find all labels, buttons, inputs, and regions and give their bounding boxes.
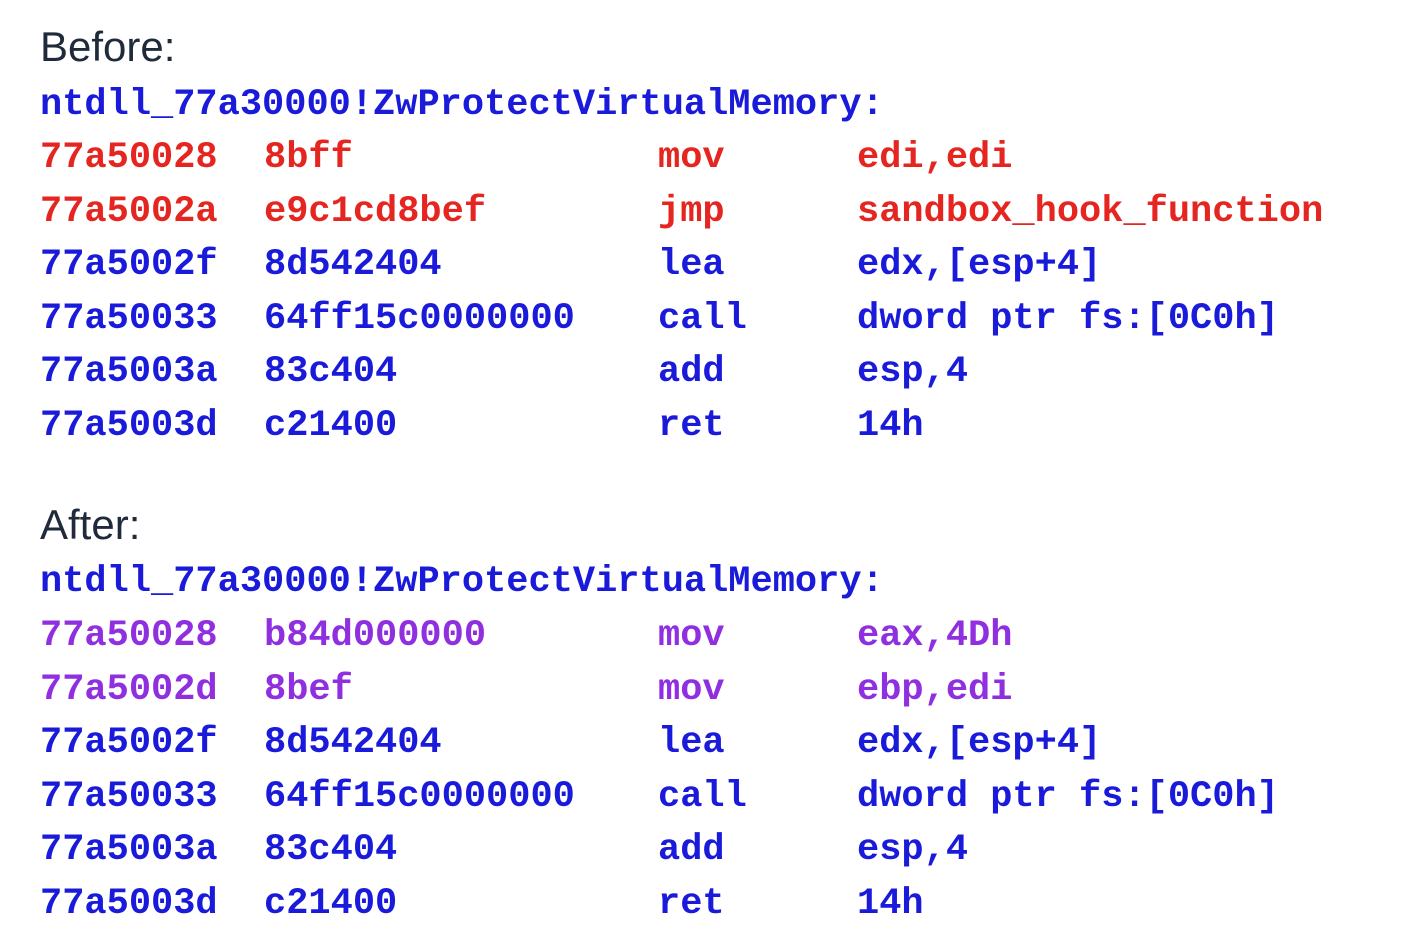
address: 77a5002d bbox=[40, 668, 218, 711]
address: 77a5002f bbox=[40, 244, 218, 286]
mnemonic: mov bbox=[658, 668, 725, 711]
address: 77a5003a bbox=[40, 829, 218, 871]
operands: edx,[esp+4] bbox=[857, 722, 1102, 764]
address: 77a5003d bbox=[40, 882, 218, 925]
after-function-label: ntdll_77a30000!ZwProtectVirtualMemory: bbox=[40, 561, 884, 603]
address: 77a50028 bbox=[40, 615, 218, 657]
opcode-bytes: 64ff15c0000000 bbox=[264, 297, 575, 340]
operands: dword ptr fs:[0C0h] bbox=[857, 297, 1279, 340]
operands: dword ptr fs:[0C0h] bbox=[857, 775, 1279, 818]
operands: esp,4 bbox=[857, 351, 969, 393]
operands: ebp,edi bbox=[857, 668, 1013, 711]
opcode-bytes: 8d542404 bbox=[264, 244, 442, 286]
opcode-bytes: c21400 bbox=[264, 404, 398, 447]
address: 77a5002f bbox=[40, 722, 218, 764]
mnemonic: lea bbox=[658, 244, 725, 286]
opcode-bytes: c21400 bbox=[264, 882, 398, 925]
opcode-bytes: 64ff15c0000000 bbox=[264, 775, 575, 818]
mnemonic: mov bbox=[658, 615, 725, 657]
mnemonic: ret bbox=[658, 882, 725, 925]
mnemonic: call bbox=[658, 297, 747, 340]
address: 77a5003d bbox=[40, 404, 218, 447]
operands: sandbox_hook_function bbox=[857, 190, 1324, 233]
mnemonic: jmp bbox=[658, 190, 725, 233]
operands: 14h bbox=[857, 882, 924, 925]
mnemonic: add bbox=[658, 351, 725, 393]
opcode-bytes: 83c404 bbox=[264, 829, 398, 871]
mnemonic: mov bbox=[658, 137, 725, 179]
mnemonic: lea bbox=[658, 722, 725, 764]
address: 77a50033 bbox=[40, 775, 218, 818]
after-heading: After: bbox=[40, 501, 141, 548]
address: 77a5002a bbox=[40, 190, 218, 233]
before-function-label: ntdll_77a30000!ZwProtectVirtualMemory: bbox=[40, 84, 884, 126]
opcode-bytes: 8d542404 bbox=[264, 722, 442, 764]
operands: eax,4Dh bbox=[857, 615, 1013, 657]
mnemonic: add bbox=[658, 829, 725, 871]
operands: edx,[esp+4] bbox=[857, 244, 1102, 286]
opcode-bytes: 8bff bbox=[264, 137, 353, 179]
address: 77a50033 bbox=[40, 297, 218, 340]
before-heading: Before: bbox=[40, 23, 176, 70]
mnemonic: call bbox=[658, 775, 747, 818]
opcode-bytes: b84d000000 bbox=[264, 615, 487, 657]
opcode-bytes: 8bef bbox=[264, 668, 353, 711]
opcode-bytes: e9c1cd8bef bbox=[264, 190, 487, 233]
operands: 14h bbox=[857, 404, 924, 447]
address: 77a5003a bbox=[40, 351, 218, 393]
address: 77a50028 bbox=[40, 137, 218, 179]
operands: esp,4 bbox=[857, 829, 969, 871]
opcode-bytes: 83c404 bbox=[264, 351, 398, 393]
operands: edi,edi bbox=[857, 137, 1013, 179]
mnemonic: ret bbox=[658, 404, 725, 447]
